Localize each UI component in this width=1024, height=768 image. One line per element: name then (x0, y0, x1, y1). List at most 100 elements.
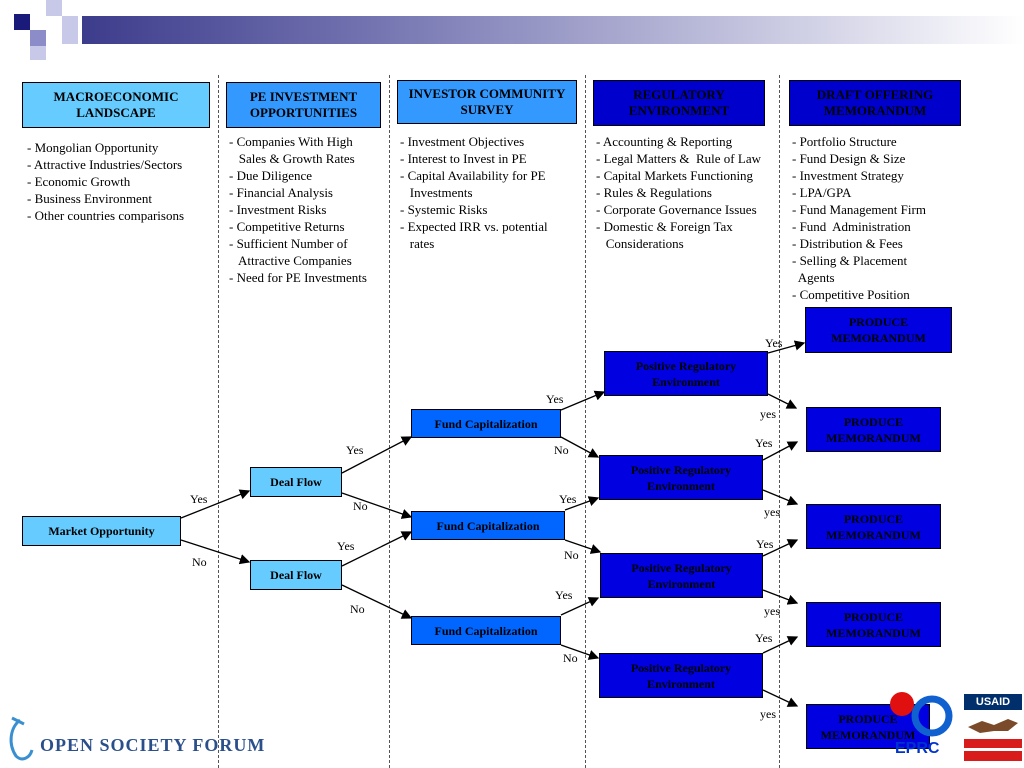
arrow (341, 492, 413, 519)
fund-capitalization-node: Fund Capitalization (411, 616, 561, 645)
column-divider (218, 75, 219, 768)
list-item: - Fund Administration (792, 219, 911, 234)
list-item: - Domestic & Foreign Tax (596, 219, 733, 234)
column-header-regulatory: REGULATORY ENVIRONMENT (593, 80, 765, 126)
list-item: - Mongolian Opportunity (27, 140, 159, 155)
edge-label-yes: Yes (337, 539, 355, 553)
usaid-logo: USAID (964, 694, 1022, 710)
column-divider (389, 75, 390, 768)
arrow (762, 589, 799, 605)
decor-square (46, 0, 62, 16)
fund-capitalization-node: Fund Capitalization (411, 511, 565, 540)
list-item: - Investment Strategy (792, 168, 904, 183)
arrow (341, 531, 413, 567)
edge-label-yes: yes (760, 407, 776, 421)
handshake-icon (964, 711, 1022, 737)
investor-survey-list: - Investment Objectives - Interest to In… (400, 133, 548, 252)
list-item: - Other countries comparisons (27, 208, 185, 223)
list-item: - Corporate Governance Issues (596, 202, 757, 217)
arrow (560, 436, 600, 458)
list-item: Agents (792, 270, 835, 285)
arrow (560, 597, 600, 616)
arrow (762, 689, 799, 707)
list-item: - Companies With High (229, 134, 353, 149)
decor-square (30, 30, 46, 46)
arrow (560, 644, 600, 660)
decor-square (62, 16, 78, 44)
list-item: - Business Environment (27, 191, 152, 206)
list-item: Investments (400, 185, 473, 200)
edge-label-yes: Yes (546, 392, 564, 406)
produce-memorandum-node: PRODUCE MEMORANDUM (806, 407, 941, 452)
arrow (560, 390, 606, 411)
edge-label-no: No (564, 548, 579, 562)
deal-flow-node: Deal Flow (250, 467, 342, 497)
edge-label-yes: Yes (755, 631, 773, 645)
column-header-macroeconomic: MACROECONOMIC LANDSCAPE (22, 82, 210, 128)
edge-label-yes: Yes (559, 492, 577, 506)
decor-square (14, 14, 30, 30)
arrow (564, 496, 600, 511)
edge-label-yes: Yes (555, 588, 573, 602)
edge-label-yes: yes (764, 604, 780, 618)
column-divider (585, 75, 586, 768)
list-item: Considerations (596, 236, 684, 251)
list-item: - Accounting & Reporting (596, 134, 733, 149)
edge-label-no: No (563, 651, 578, 665)
arrow (180, 539, 251, 565)
draft-memorandum-list: - Portfolio Structure - Fund Design & Si… (792, 133, 926, 303)
edge-label-no: No (350, 602, 365, 616)
fund-capitalization-node: Fund Capitalization (411, 409, 561, 438)
arrow (564, 539, 602, 554)
edge-label-yes: yes (764, 505, 780, 519)
list-item: - Need for PE Investments (229, 270, 367, 285)
list-item: - Sufficient Number of (229, 236, 348, 251)
edge-label-yes: Yes (755, 436, 773, 450)
list-item: - Due Diligence (229, 168, 313, 183)
edge-label-yes: Yes (346, 443, 364, 457)
produce-memorandum-node: PRODUCE MEMORANDUM (805, 307, 952, 353)
edge-label-no: No (353, 499, 368, 513)
edge-label-no: No (192, 555, 207, 569)
arrow (762, 489, 799, 506)
arrow (762, 441, 799, 461)
macroeconomic-list: - Mongolian Opportunity - Attractive Ind… (27, 139, 184, 224)
arrow (180, 489, 251, 519)
header-gradient-bar (82, 16, 1024, 44)
arrow (762, 539, 799, 557)
produce-memorandum-node: PRODUCE MEMORANDUM (806, 504, 941, 549)
arrow (762, 636, 799, 654)
list-item: - Selling & Placement (792, 253, 908, 268)
column-divider (779, 75, 780, 768)
arrow (767, 340, 806, 354)
list-item: - Systemic Risks (400, 202, 488, 217)
regulatory-list: - Accounting & Reporting - Legal Matters… (596, 133, 761, 252)
list-item: - Distribution & Fees (792, 236, 903, 251)
column-header-draft-memorandum: DRAFT OFFERING MEMORANDUM (789, 80, 961, 126)
positive-regulatory-node: Positive Regulatory Environment (604, 351, 768, 396)
list-item: - Economic Growth (27, 174, 131, 189)
list-item: - Investment Objectives (400, 134, 525, 149)
list-item: - Attractive Industries/Sectors (27, 157, 183, 172)
edge-label-yes: Yes (765, 336, 783, 350)
positive-regulatory-node: Positive Regulatory Environment (599, 455, 763, 500)
list-item: - Competitive Position (792, 287, 910, 302)
list-item: rates (400, 236, 435, 251)
osf-logo-icon (9, 716, 34, 761)
list-item: - Interest to Invest in PE (400, 151, 527, 166)
list-item: - Fund Management Firm (792, 202, 926, 217)
eprc-logo-icon (890, 692, 953, 737)
decor-square (30, 46, 46, 60)
arrow (767, 393, 798, 409)
edge-label-yes: yes (760, 707, 776, 721)
list-item: Attractive Companies (229, 253, 352, 268)
arrow (341, 584, 413, 619)
eprc-logo-text: EPRC (895, 740, 940, 757)
edge-label-no: No (554, 443, 569, 457)
list-item: - Financial Analysis (229, 185, 333, 200)
list-item: Sales & Growth Rates (229, 151, 355, 166)
edge-label-yes: Yes (190, 492, 208, 506)
list-item: - Rules & Regulations (596, 185, 712, 200)
list-item: - Capital Availability for PE (400, 168, 546, 183)
